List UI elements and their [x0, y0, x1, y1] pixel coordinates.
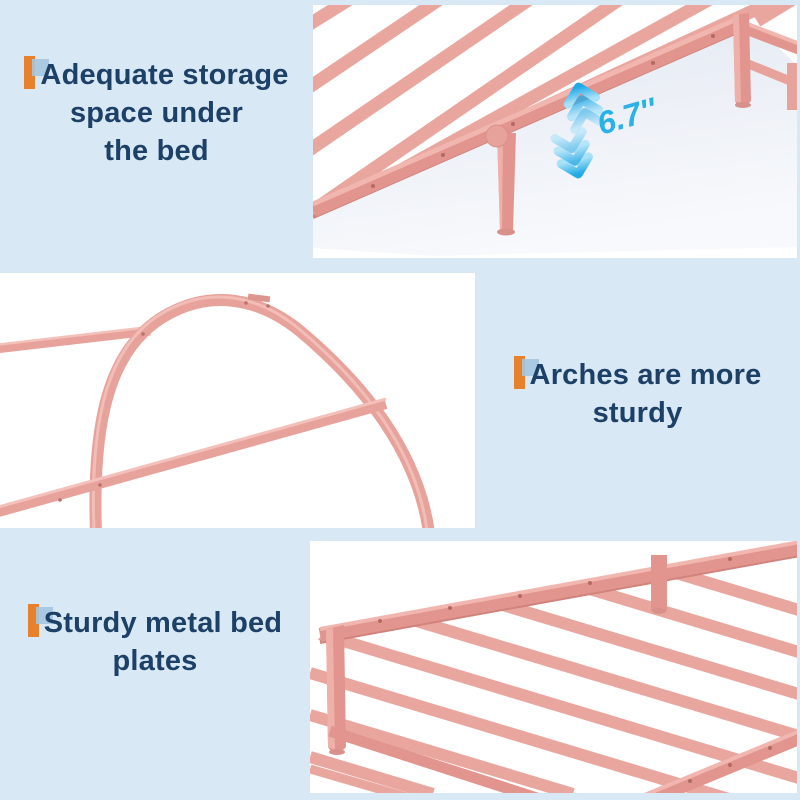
corner-leg [326, 625, 346, 755]
caption-storage-line-1: Adequate storage [0, 56, 313, 94]
storage-photo: 6.7'' [313, 5, 797, 258]
headboard-brace-upper [0, 325, 151, 353]
bottom-right-side-rail [644, 730, 797, 793]
caption-arches-line-2: sturdy [480, 394, 795, 432]
caption-text: Arches are more [529, 359, 762, 391]
height-arrow-down-icon [550, 127, 593, 179]
arch-screws [58, 293, 271, 502]
accent-orange-bar [27, 604, 39, 637]
accent-orange-bar [513, 356, 525, 389]
corner-leg [733, 13, 751, 108]
caption-text: sturdy [592, 397, 683, 429]
accent-orange-bar [24, 56, 36, 89]
caption-plates-line-1: Sturdy metal bed [0, 604, 310, 642]
headboard-arch [89, 294, 435, 528]
caption-text: the bed [104, 135, 209, 167]
accent-blue-square [35, 607, 53, 624]
top-side-rail [318, 541, 797, 644]
front-left-rails [310, 725, 540, 793]
right-edge-leg [787, 63, 797, 110]
height-arrow-up-icon [563, 82, 607, 134]
middle-leg [651, 555, 667, 614]
caption-text: Sturdy metal bed [43, 607, 283, 639]
caption-plates: Sturdy metal bed plates [0, 604, 310, 680]
center-leg [485, 124, 516, 236]
side-rail [313, 16, 740, 219]
caption-storage-line-3: the bed [0, 132, 313, 170]
plates-photo [310, 541, 797, 793]
accent-mark [513, 356, 539, 389]
caption-arches: Arches are more sturdy [480, 356, 795, 432]
caption-storage: Adequate storage space under the bed [0, 56, 313, 170]
accent-blue-square [32, 59, 50, 76]
caption-storage-line-2: space under [0, 94, 313, 132]
accent-blue-square [521, 359, 539, 376]
caption-arches-line-1: Arches are more [480, 356, 795, 394]
caption-text: space under [69, 97, 244, 129]
headboard-brace-lower [0, 397, 388, 517]
accent-mark [24, 56, 50, 89]
accent-mark [27, 604, 53, 637]
caption-plates-line-2: plates [0, 642, 310, 680]
arches-photo [0, 273, 475, 528]
caption-text: Adequate storage [40, 59, 289, 91]
caption-text: plates [112, 645, 198, 677]
